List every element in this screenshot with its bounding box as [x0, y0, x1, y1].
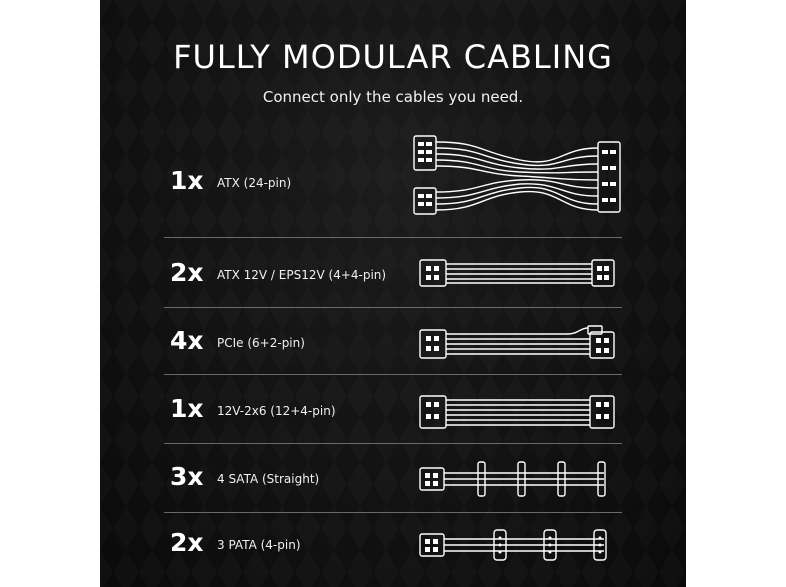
- pata-cable-icon: [419, 529, 607, 561]
- cable-row-eps: 2x ATX 12V / EPS12V (4+4-pin): [100, 244, 686, 304]
- cable-qty: 3x: [170, 462, 204, 491]
- sata-cable-icon: [419, 461, 606, 497]
- row-divider: [164, 307, 622, 308]
- cable-row-atx: 1x ATX (24-pin): [100, 130, 686, 230]
- cable-qty: 1x: [170, 166, 204, 195]
- cable-label: ATX (24-pin): [217, 176, 292, 190]
- cable-row-12v-2x6: 1x 12V-2x6 (12+4-pin): [100, 380, 686, 440]
- 12v-2x6-cable-icon: [419, 395, 615, 429]
- cable-row-pata: 2x 3 PATA (4-pin): [100, 518, 686, 578]
- cable-label: 4 SATA (Straight): [217, 472, 320, 486]
- product-panel: FULLY MODULAR CABLING Connect only the c…: [100, 0, 686, 587]
- pcie-cable-icon: [419, 325, 615, 359]
- eps-cable-icon: [419, 259, 615, 287]
- row-divider: [164, 512, 622, 513]
- cable-qty: 4x: [170, 326, 204, 355]
- cable-label: PCIe (6+2-pin): [217, 336, 305, 350]
- cable-label: 3 PATA (4-pin): [217, 538, 301, 552]
- cable-row-sata: 3x 4 SATA (Straight): [100, 450, 686, 510]
- cable-qty: 2x: [170, 258, 204, 287]
- cable-label: 12V-2x6 (12+4-pin): [217, 404, 336, 418]
- cable-label: ATX 12V / EPS12V (4+4-pin): [217, 268, 387, 282]
- page-subtitle: Connect only the cables you need.: [262, 88, 524, 106]
- row-divider: [164, 374, 622, 375]
- cable-row-pcie: 4x PCIe (6+2-pin): [100, 314, 686, 374]
- cable-qty: 1x: [170, 394, 204, 423]
- atx-24pin-cable-icon: [413, 135, 621, 215]
- row-divider: [164, 443, 622, 444]
- row-divider: [164, 237, 622, 238]
- page-title: FULLY MODULAR CABLING: [173, 38, 613, 76]
- cable-qty: 2x: [170, 528, 204, 557]
